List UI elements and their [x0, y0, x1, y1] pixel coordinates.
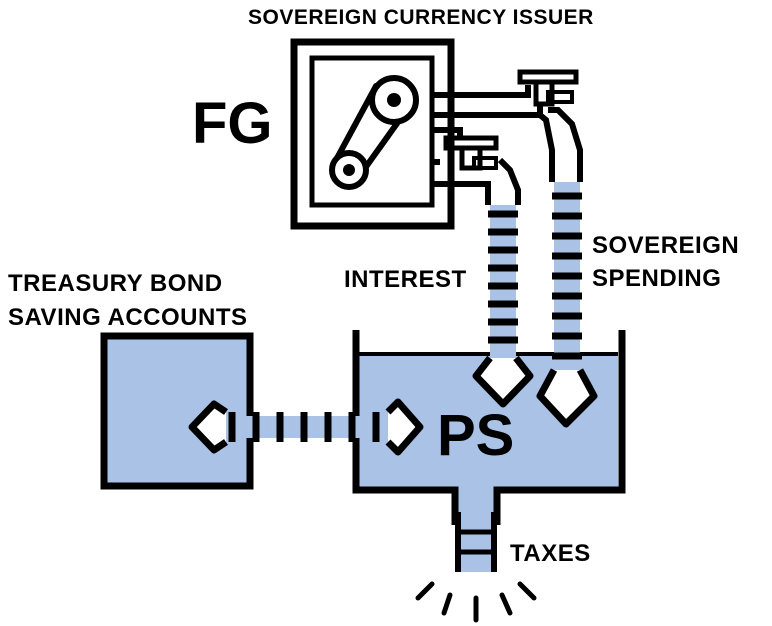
- interest-label: INTEREST: [344, 266, 467, 293]
- crank-handle-icon: [329, 75, 419, 190]
- savings-accounts-label: TREASURY BOND SAVING ACCOUNTS: [8, 267, 248, 335]
- spending-pipe: [432, 69, 583, 182]
- spending-flow-stream: [552, 182, 582, 364]
- spending-arrow-icon: [536, 368, 598, 428]
- interest-flow-stream: [488, 205, 518, 357]
- sovereign-spending-line-2: SPENDING: [592, 265, 722, 292]
- tax-drain-splash-icon: [415, 581, 537, 623]
- double-arrow-right-icon: [385, 398, 424, 456]
- currency-printer-machine: [290, 38, 455, 230]
- tax-outlet-pipe: [455, 500, 497, 572]
- sovereign-spending-line-1: SOVEREIGN: [592, 232, 740, 259]
- interest-arrow-icon: [472, 355, 534, 408]
- spending-faucet-icon: [517, 69, 579, 107]
- double-arrow-left-icon: [188, 400, 228, 454]
- interest-pipe: [432, 127, 521, 205]
- interest-faucet-icon: [443, 135, 499, 171]
- savings-accounts-box: [100, 332, 254, 490]
- savings-accounts-line-2: SAVING ACCOUNTS: [8, 304, 248, 331]
- sovereign-spending-label: SOVEREIGN SPENDING: [592, 229, 739, 295]
- private-sector-label: PS: [437, 403, 515, 468]
- savings-accounts-line-1: TREASURY BOND: [8, 270, 223, 297]
- savings-exchange-stream: [226, 412, 388, 442]
- federal-government-label: FG: [192, 91, 273, 156]
- diagram-title: SOVEREIGN CURRENCY ISSUER: [248, 6, 594, 29]
- taxes-label: TAXES: [510, 540, 591, 567]
